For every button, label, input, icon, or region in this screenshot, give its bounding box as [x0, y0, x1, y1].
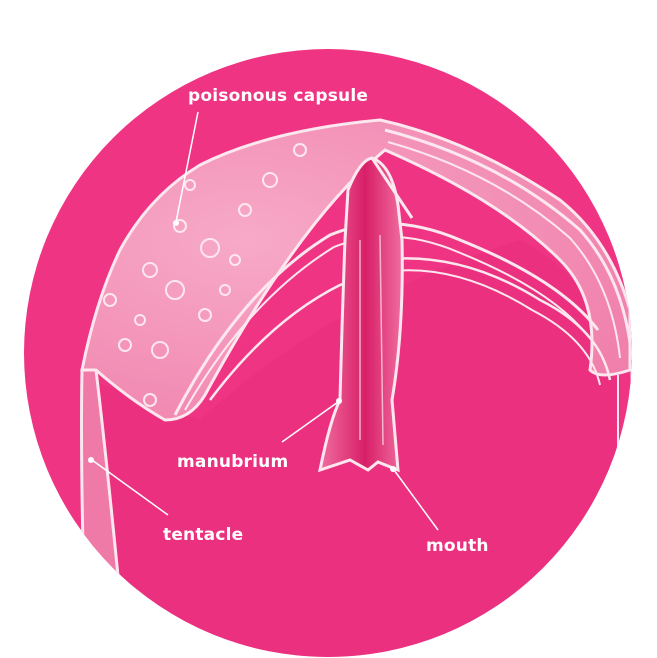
tentacle-label: tentacle: [163, 525, 243, 545]
manubrium-label: manubrium: [177, 452, 288, 472]
mouth-label: mouth: [426, 536, 489, 556]
mouth-dot: [390, 466, 396, 472]
manubrium-dot: [336, 398, 342, 404]
poisonous-capsule-dot: [173, 220, 179, 226]
tentacle-dot: [88, 457, 94, 463]
poisonous-capsule-label: poisonous capsule: [188, 86, 368, 106]
jellyfish-illustration: [82, 120, 633, 658]
